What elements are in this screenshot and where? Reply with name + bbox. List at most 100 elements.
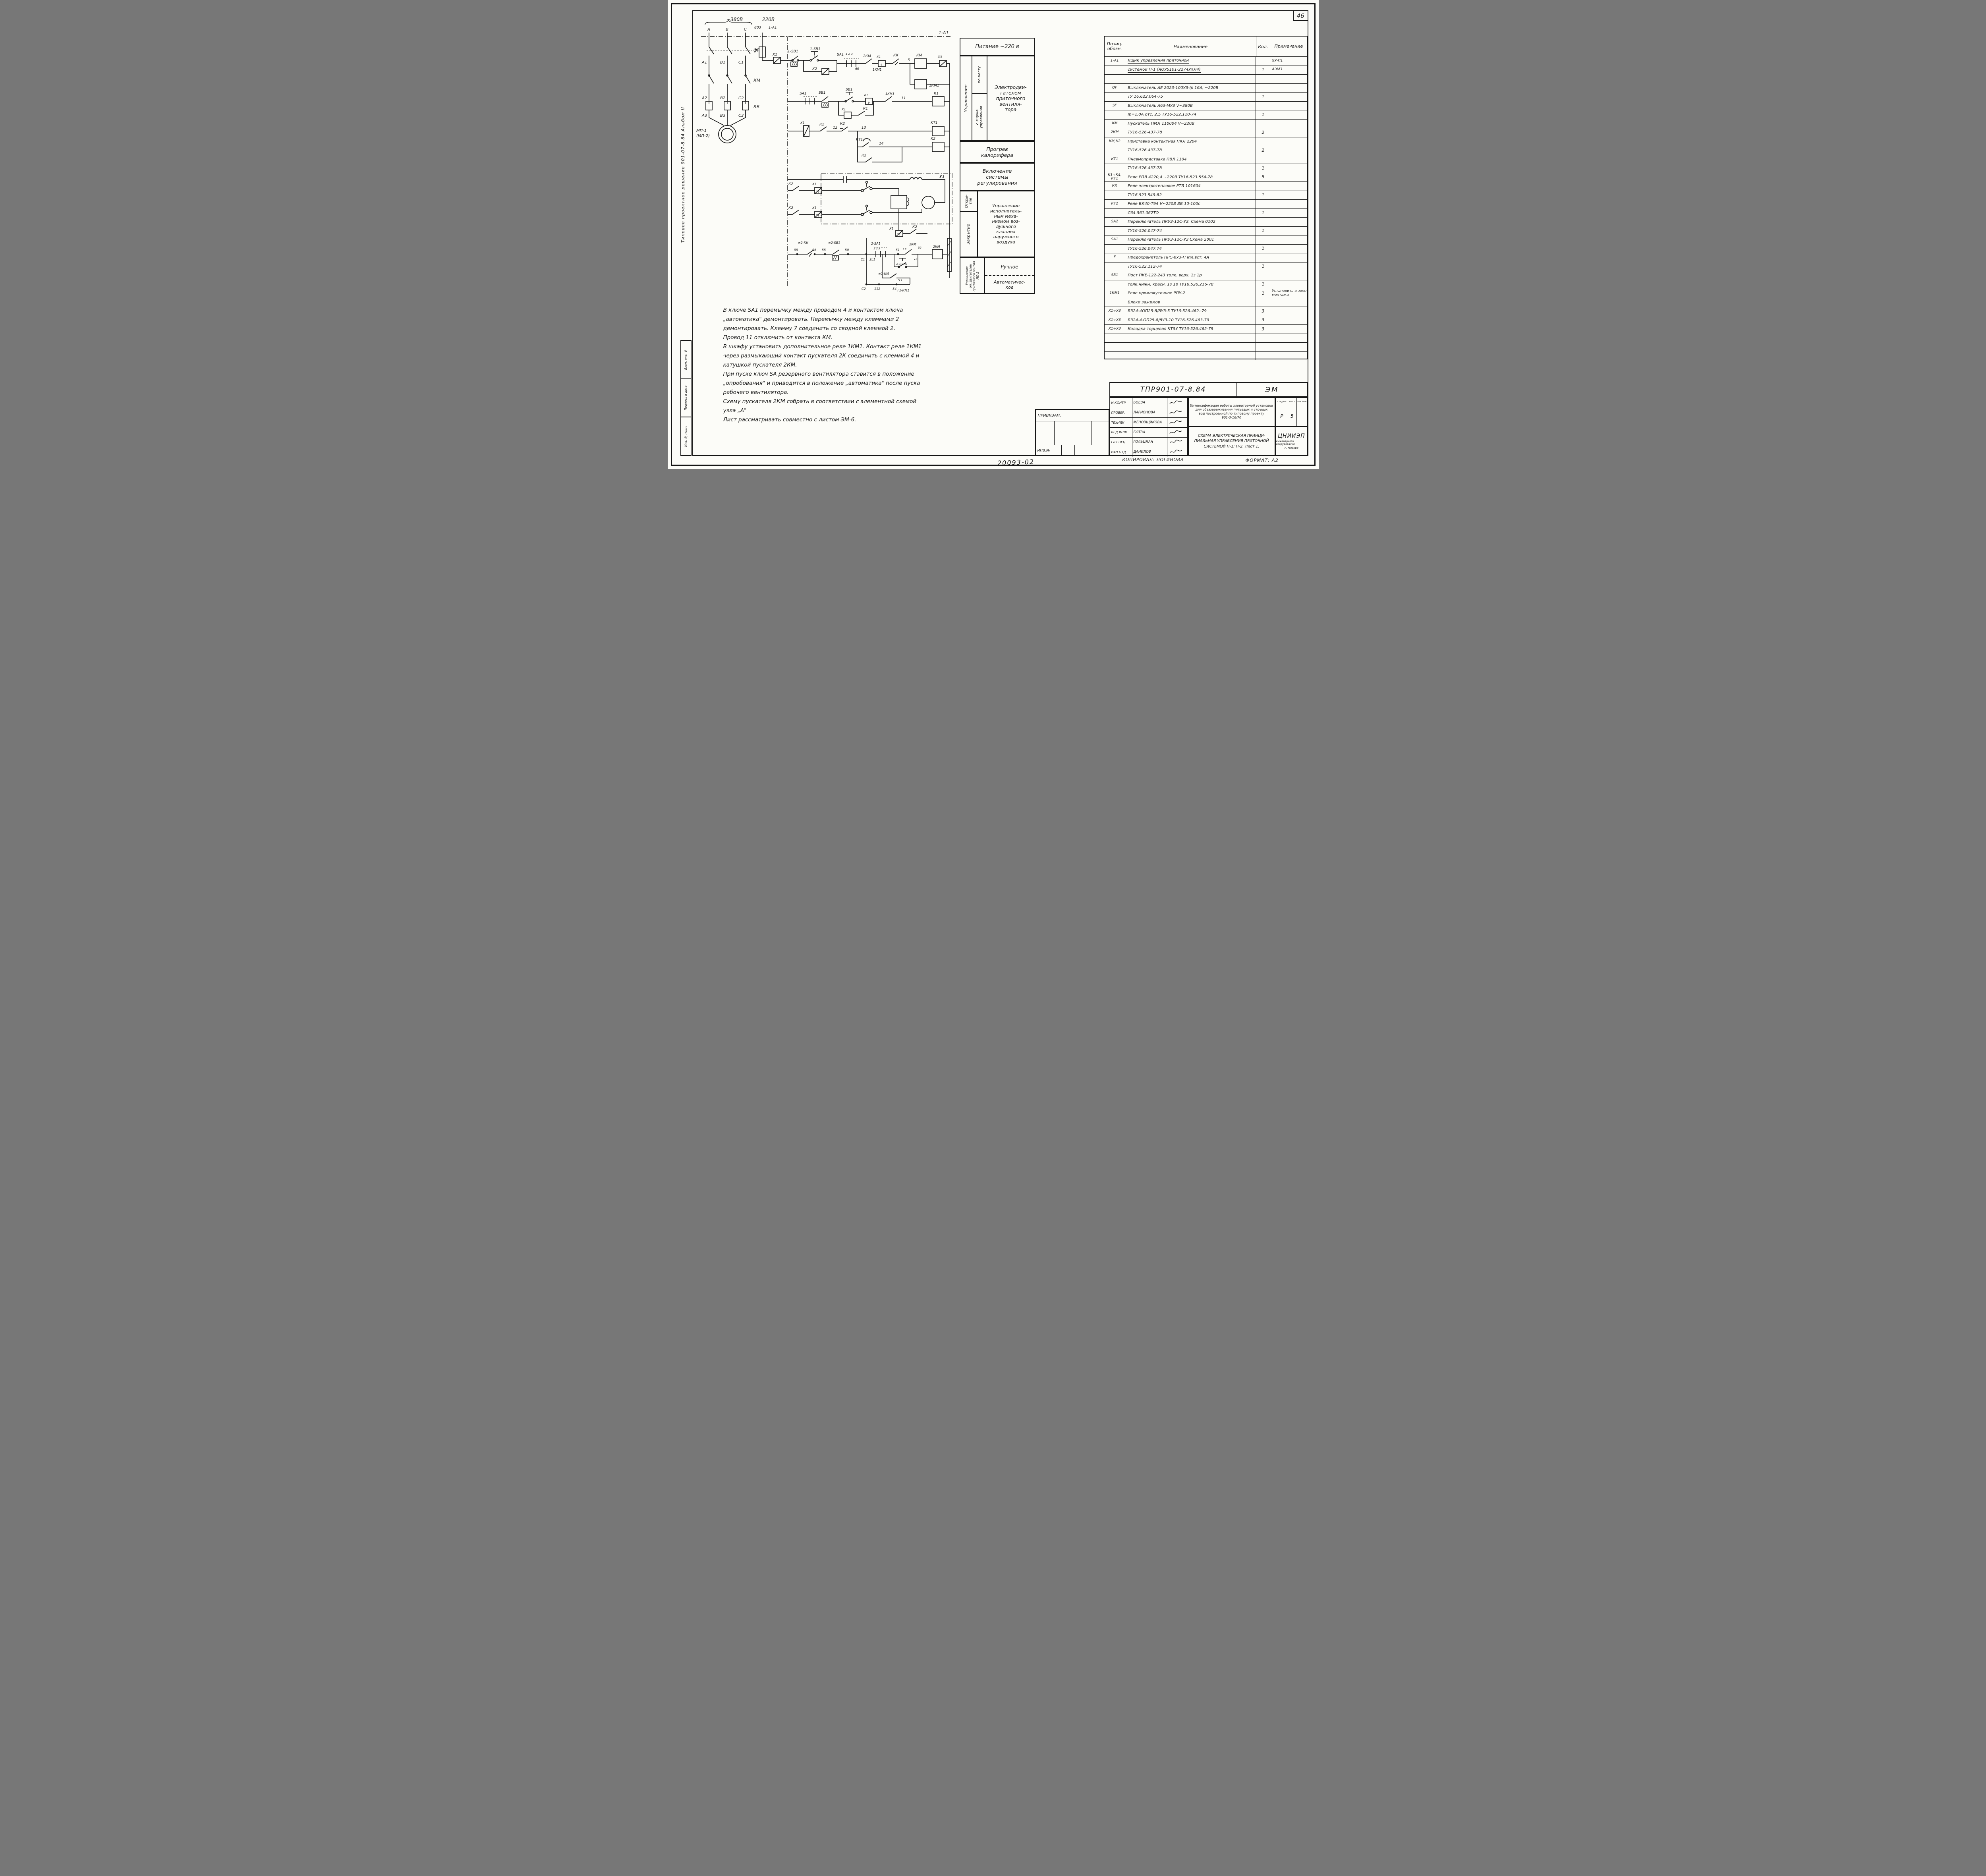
table-cell: 1 [1256, 289, 1270, 298]
func-control-modes: по месту с ящика управления [972, 56, 987, 140]
component-label: Х1 [812, 182, 817, 186]
table-cell [1105, 343, 1125, 351]
table-cell: КК [1112, 184, 1117, 188]
table-cell: QF [1112, 85, 1117, 90]
component-label: 14 [879, 142, 884, 146]
func-valve: Откры- тие Закрытие Управление исполните… [959, 191, 1035, 257]
table-cell [1105, 262, 1125, 271]
table-cell [1125, 343, 1256, 351]
header-pos: Позиц. обозн. [1107, 41, 1122, 51]
func-heater: Прогрев калорифера [959, 141, 1035, 163]
margin-stamp: Инв. № подл. [680, 417, 692, 456]
note-line: рабочего вентилятора. [723, 389, 789, 396]
table-cell: Ящик управления приточной [1125, 57, 1256, 66]
table-cell [1270, 253, 1307, 262]
component-label: 14 [914, 257, 918, 261]
table-cell: SF [1112, 103, 1117, 108]
table-cell [1256, 253, 1270, 262]
margin-vertical-note: Типовое проектное решение 901-07-8.84 Ал… [680, 106, 686, 243]
func-motor2: Управление эл. двигателем приточного вен… [959, 257, 1035, 294]
stage-values: Р 5 [1276, 406, 1307, 426]
table-cell [1270, 244, 1307, 253]
func-automatic: Автоматичес- кое [993, 279, 1026, 290]
table-cell [1256, 334, 1270, 342]
table-cell [1270, 343, 1307, 351]
table-cell: Х1÷Х3 [1108, 309, 1121, 313]
signature-scribble [1167, 417, 1187, 427]
func-closing: Закрытие [966, 224, 971, 245]
table-cell [1270, 155, 1307, 164]
qf-breaker [708, 44, 751, 75]
table-cell [1270, 119, 1307, 128]
component-label: К1 [863, 107, 868, 111]
table-cell: ТУ16.523.549-82 [1125, 191, 1256, 199]
table-cell: толк.нижн. красн. 1з 1р ТУ16.526.216-78 [1125, 280, 1256, 289]
table-cell [1270, 280, 1307, 289]
table-cell [1256, 137, 1270, 146]
table-cell: ТУ16-526.047.74 [1125, 244, 1256, 253]
table-cell [1270, 146, 1307, 155]
table-cell [1256, 343, 1270, 351]
table-cell: КМ [1112, 121, 1118, 125]
signature-scribble [1167, 447, 1187, 457]
org-sub: инженерного оборудования [1276, 440, 1295, 446]
component-label: У1 [939, 174, 945, 179]
table-cell [1256, 119, 1270, 128]
component-label: 13 [903, 248, 906, 251]
table-cell [1256, 298, 1270, 307]
table-cell: SA2 [1111, 220, 1119, 224]
func-opening: Откры- тие [960, 191, 977, 212]
table-cell: Реле промежуточное РПУ-2 [1125, 289, 1256, 298]
component-label: 4 [881, 63, 882, 66]
table-cell: системой П-1 (ЯОУ5101-2274УХЛ4) [1125, 66, 1256, 74]
component-label: 96 [812, 248, 816, 252]
component-label: Х1 [876, 55, 881, 59]
table-cell: ТУ16-526-437-78 [1125, 128, 1256, 137]
component-label: 2L1 [869, 258, 875, 261]
component-label: 1 2 3 [873, 247, 880, 250]
component-label: 13 [862, 126, 866, 130]
stage-headers: СТАДИЯ ЛИСТ ЛИСТОВ [1276, 398, 1307, 406]
actuator-unit [787, 176, 945, 237]
kt1-contact [857, 131, 950, 147]
note-line: Провод 11 отключить от контакта КМ. [723, 334, 833, 341]
table-cell [1256, 75, 1270, 83]
margin-stamp: Подпись и дата [680, 378, 692, 418]
component-label: С1 [861, 258, 865, 261]
table-cell: ТУ16-526.047-74 [1125, 226, 1256, 235]
component-label: 1КМ1 [873, 68, 882, 71]
fuse-feed [761, 33, 791, 61]
table-cell [1270, 75, 1307, 83]
component-label: 1КМ1 [929, 84, 939, 88]
table-cell [1270, 137, 1307, 146]
table-cell: Реле электротепловое РТЛ 101604 [1125, 182, 1256, 191]
drawing-frame [692, 10, 1308, 456]
table-cell: 1-А1 [1110, 59, 1119, 63]
table-cell [1105, 164, 1125, 173]
k2-coil [931, 142, 945, 152]
component-label: Х1 [864, 93, 868, 97]
component-label: 2КМ [909, 243, 916, 246]
table-cell: 1 [1256, 164, 1270, 173]
table-cell [1105, 245, 1125, 253]
table-cell [1105, 280, 1125, 289]
component-label: К1 [819, 123, 824, 127]
component-label: С2 [862, 287, 866, 291]
table-cell [1105, 93, 1125, 101]
header-qty: Кол. [1256, 37, 1270, 56]
note-line: В ключе SA1 перемычку между проводом 4 и… [723, 307, 903, 313]
outer-border [670, 3, 1316, 466]
component-label: В [726, 27, 728, 32]
table-cell [1270, 325, 1307, 334]
table-cell: 2 [1256, 128, 1270, 137]
